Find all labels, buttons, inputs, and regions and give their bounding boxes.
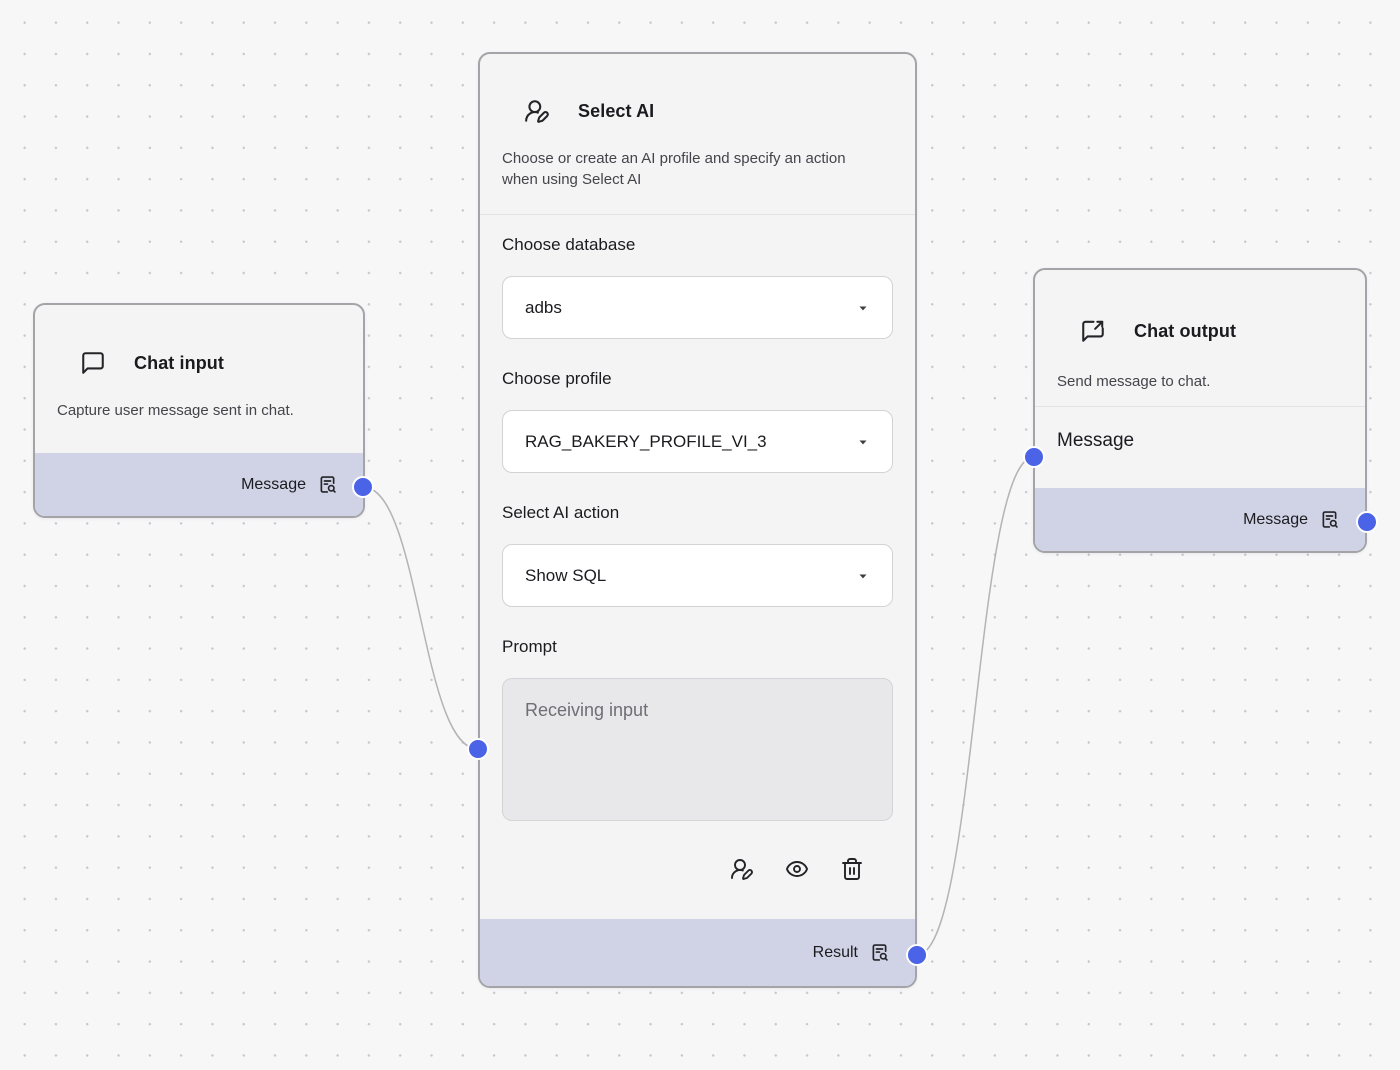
edge-select-ai-to-chat-output <box>916 456 1035 956</box>
chevron-down-icon <box>859 440 867 444</box>
node-select-ai[interactable]: Select AI Choose or create an AI profile… <box>478 52 917 988</box>
select-ai-output-handle[interactable] <box>906 944 928 966</box>
chat-output-output-row: Message <box>1035 488 1365 551</box>
eye-icon[interactable] <box>785 857 809 881</box>
node-chat-output[interactable]: Chat output Send message to chat. Messag… <box>1033 268 1367 553</box>
chevron-down-icon <box>859 574 867 578</box>
action-select-value: Show SQL <box>525 565 607 585</box>
message-square-icon <box>80 350 106 376</box>
profile-select[interactable]: RAG_BAKERY_PROFILE_VI_3 <box>502 410 893 473</box>
choose-database-label: Choose database <box>502 235 636 254</box>
prompt-label: Prompt <box>502 637 557 656</box>
select-ai-output-row: Result <box>480 919 915 986</box>
chat-output-output-handle[interactable] <box>1356 511 1378 533</box>
chat-output-input-handle[interactable] <box>1023 446 1045 468</box>
chat-input-output-handle[interactable] <box>352 476 374 498</box>
user-pen-button[interactable] <box>730 857 754 881</box>
node-description: Send message to chat. <box>1057 373 1211 390</box>
database-select[interactable]: adbs <box>502 276 893 339</box>
profile-select-value: RAG_BAKERY_PROFILE_VI_3 <box>525 431 767 451</box>
list-search-icon[interactable] <box>317 474 338 495</box>
action-select[interactable]: Show SQL <box>502 544 893 607</box>
node-title: Select AI <box>578 100 655 121</box>
list-search-icon[interactable] <box>1319 509 1340 530</box>
node-description: Choose or create an AI profile and speci… <box>502 150 846 188</box>
node-title: Chat input <box>134 352 224 373</box>
header-divider <box>480 214 915 215</box>
chevron-down-icon <box>859 306 867 310</box>
trash-icon[interactable] <box>840 857 864 881</box>
node-chat-input[interactable]: Chat input Capture user message sent in … <box>33 303 365 518</box>
node-description: Capture user message sent in chat. <box>57 402 294 419</box>
select-ai-input-handle[interactable] <box>467 738 489 760</box>
choose-profile-label: Choose profile <box>502 369 612 388</box>
output-label: Message <box>1243 510 1308 528</box>
chat-input-output-row: Message <box>35 453 363 516</box>
node-title: Chat output <box>1134 320 1237 341</box>
message-share-icon <box>1080 318 1106 344</box>
user-pen-icon <box>524 98 550 124</box>
input-label: Message <box>1057 429 1135 451</box>
chat-output-input-row: Message <box>1035 406 1365 474</box>
output-label: Message <box>241 475 306 493</box>
prompt-input[interactable] <box>502 678 893 821</box>
database-select-value: adbs <box>525 297 562 317</box>
edge-chat-input-to-select-ai <box>362 486 479 750</box>
output-label: Result <box>812 943 858 961</box>
list-search-icon[interactable] <box>869 942 890 963</box>
select-ai-action-label: Select AI action <box>502 503 620 522</box>
